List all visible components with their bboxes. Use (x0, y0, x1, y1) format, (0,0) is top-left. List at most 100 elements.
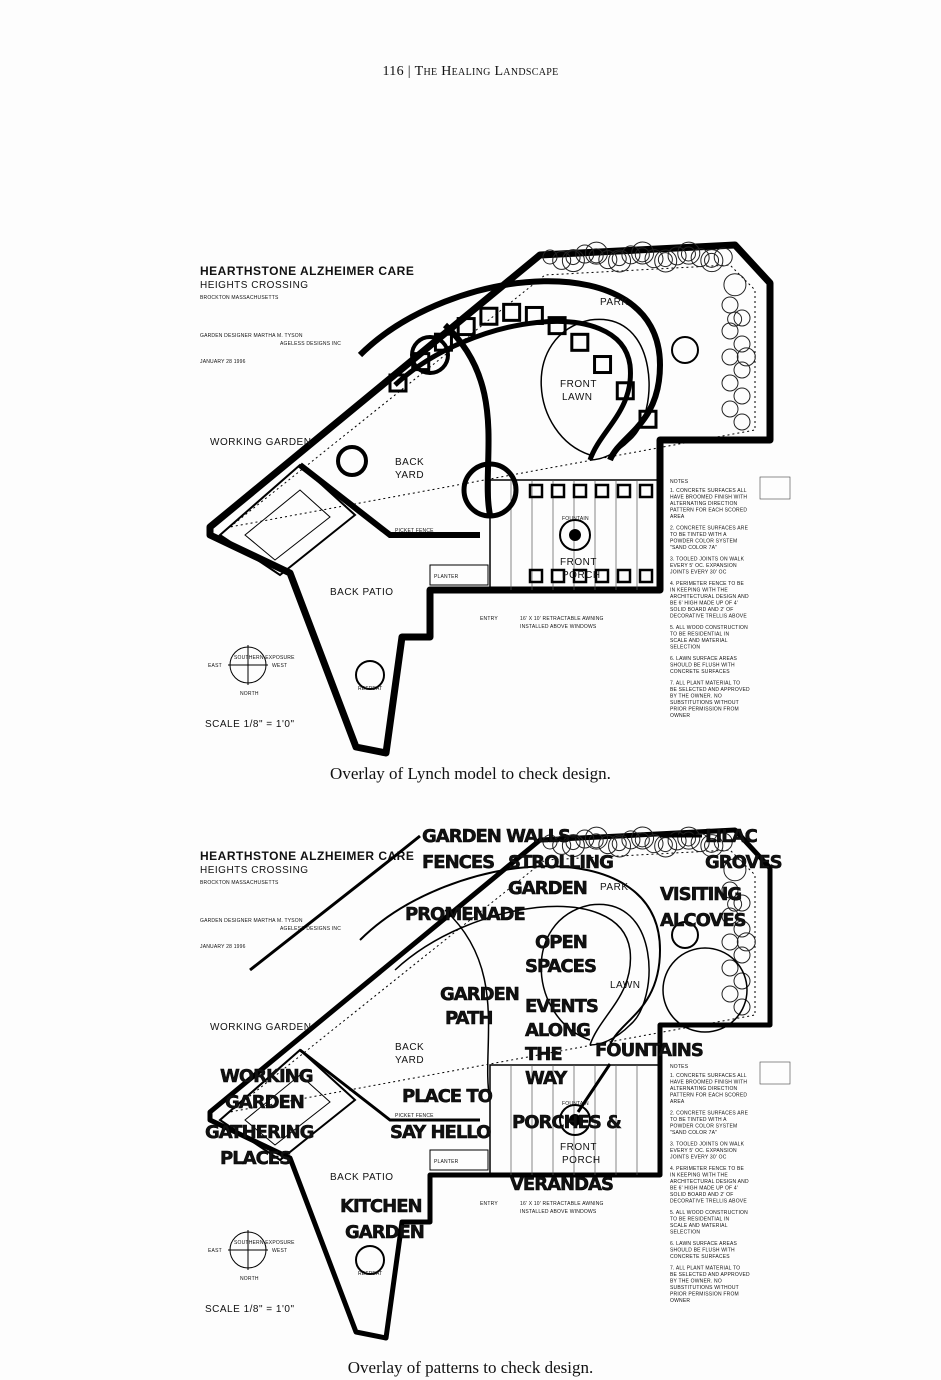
note-line: "SAND COLOR 7A" (670, 1130, 717, 1136)
plan-designer: GARDEN DESIGNER MARTHA M. TYSON (200, 333, 303, 339)
porch-node (550, 483, 566, 499)
legend-box (759, 1061, 791, 1085)
shrub-icon (680, 246, 696, 262)
note-line: 5. ALL WOOD CONSTRUCTION (670, 625, 748, 631)
porch-node (550, 568, 566, 584)
shrub-icon (733, 387, 751, 405)
note-line: TO BE RESIDENTIAL IN (670, 1217, 729, 1223)
note-line: SHOULD BE FLUSH WITH (670, 663, 735, 669)
porch-node (528, 568, 544, 584)
retreat-icon (355, 660, 385, 690)
note-line: SCALE AND MATERIAL (670, 1223, 728, 1229)
shrub-icon (721, 907, 739, 925)
handwritten-garden-strolling: GARDEN (508, 878, 587, 899)
plan-firm: AGELESS DESIGNS INC (280, 341, 341, 347)
shrub-icon (584, 826, 608, 850)
shrub-icon (631, 826, 655, 850)
handwritten-arrow (576, 1063, 612, 1113)
shrub-icon (644, 249, 664, 269)
note-line: 4. PERIMETER FENCE TO BE (670, 581, 745, 587)
handwritten-fences: FENCES (422, 852, 494, 873)
shrub-icon (721, 959, 739, 977)
note-line: SUBSTITUTIONS WITHOUT (670, 700, 739, 706)
paver-node (615, 381, 635, 401)
plan-date: JANUARY 28 1996 (200, 359, 246, 365)
label-front-porch: FRONT (560, 1142, 597, 1153)
site-boundary (207, 827, 773, 1341)
note-line: "SAND COLOR 7A" (670, 545, 717, 551)
paver-node (456, 317, 476, 337)
book-title: The Healing Landscape (414, 64, 559, 79)
handwritten-visiting: VISITING (660, 884, 741, 905)
porch-node (572, 483, 588, 499)
note-line: POWDER COLOR SYSTEM (670, 1124, 737, 1130)
plan-title: HEARTHSTONE ALZHEIMER CARE (200, 849, 414, 863)
label-front-porch: FRONT (560, 557, 597, 568)
fountain-icon (559, 519, 591, 551)
shrub-icon (733, 920, 751, 938)
shrub-icon (733, 894, 751, 912)
front-porch (489, 479, 661, 591)
handwritten-groves: GROVES (705, 852, 782, 873)
paver-node (593, 355, 613, 375)
note-line: JOINTS EVERY 30' OC (670, 1155, 727, 1161)
shrub-icon (565, 250, 581, 266)
label-working-garden: WORKING GARDEN (210, 437, 311, 448)
shrub-icon (598, 835, 618, 855)
shrub-icon (561, 834, 585, 858)
paver-node (638, 409, 658, 429)
landmark-node (461, 461, 519, 519)
garden-path (442, 322, 493, 516)
handwritten-lilac: LILAC (705, 826, 758, 847)
shrub-icon (634, 247, 650, 263)
porch-node (638, 483, 654, 499)
shrub-icon (584, 241, 608, 265)
landmark-node (336, 445, 368, 477)
plan-scale: SCALE 1/8" = 1'0" (205, 1304, 295, 1315)
shrub-icon (575, 244, 595, 264)
note-line: CONCRETE SURFACES (670, 1254, 730, 1260)
note-line: 3. TOOLED JOINTS ON WALK (670, 1142, 745, 1148)
label-retreat: RETREAT (358, 1271, 382, 1277)
note-line: SUBSTITUTIONS WITHOUT (670, 1285, 739, 1291)
compass-west: WEST (272, 663, 287, 669)
note-line: DECORATIVE TRELLIS ABOVE (670, 614, 747, 620)
note-line: DECORATIVE TRELLIS ABOVE (670, 1199, 747, 1205)
planter-box (429, 1149, 489, 1171)
paver-node (547, 316, 567, 336)
shrub-icon (542, 834, 558, 850)
label-back-yard: YARD (395, 470, 424, 481)
label-front-lawn: FRONT (560, 379, 597, 390)
compass-west: WEST (272, 1248, 287, 1254)
porch-node (572, 568, 588, 584)
note-line: 1. CONCRETE SURFACES ALL (670, 1073, 747, 1079)
note-line: 2. CONCRETE SURFACES ARE (670, 1111, 749, 1117)
compass-north: NORTH (240, 1276, 259, 1282)
note-line: 3. TOOLED JOINTS ON WALK (670, 557, 745, 563)
page-number: 116 (382, 64, 404, 79)
label-back-patio: BACK PATIO (330, 587, 394, 598)
planter-box (429, 564, 489, 586)
note-line: OWNER (670, 1298, 690, 1304)
shrub-icon (542, 249, 558, 265)
fountain-icon (559, 1104, 591, 1136)
shrub-icon (736, 347, 756, 367)
front-porch (489, 1064, 661, 1176)
note-line: 7. ALL PLANT MATERIAL TO (670, 681, 740, 687)
shrub-icon (644, 834, 664, 854)
note-line: IN KEEPING WITH THE (670, 588, 728, 594)
picket-fence (298, 462, 480, 538)
shrub-icon (621, 245, 641, 265)
label-entry: ENTRY (480, 616, 498, 622)
note-line: PATTERN FOR EACH SCORED (670, 1093, 747, 1099)
note-line: SHOULD BE FLUSH WITH (670, 1248, 735, 1254)
note-line: 6. LAWN SURFACE AREAS (670, 1241, 738, 1247)
shrub-icon (721, 348, 739, 366)
shrub-icon (723, 858, 747, 882)
label-retreat: RETREAT (358, 686, 382, 692)
handwritten-fountains: FOUNTAINS (595, 1040, 703, 1061)
note-line: SELECTION (670, 645, 700, 651)
site-boundary (206, 241, 774, 757)
shrub-icon (667, 246, 687, 266)
